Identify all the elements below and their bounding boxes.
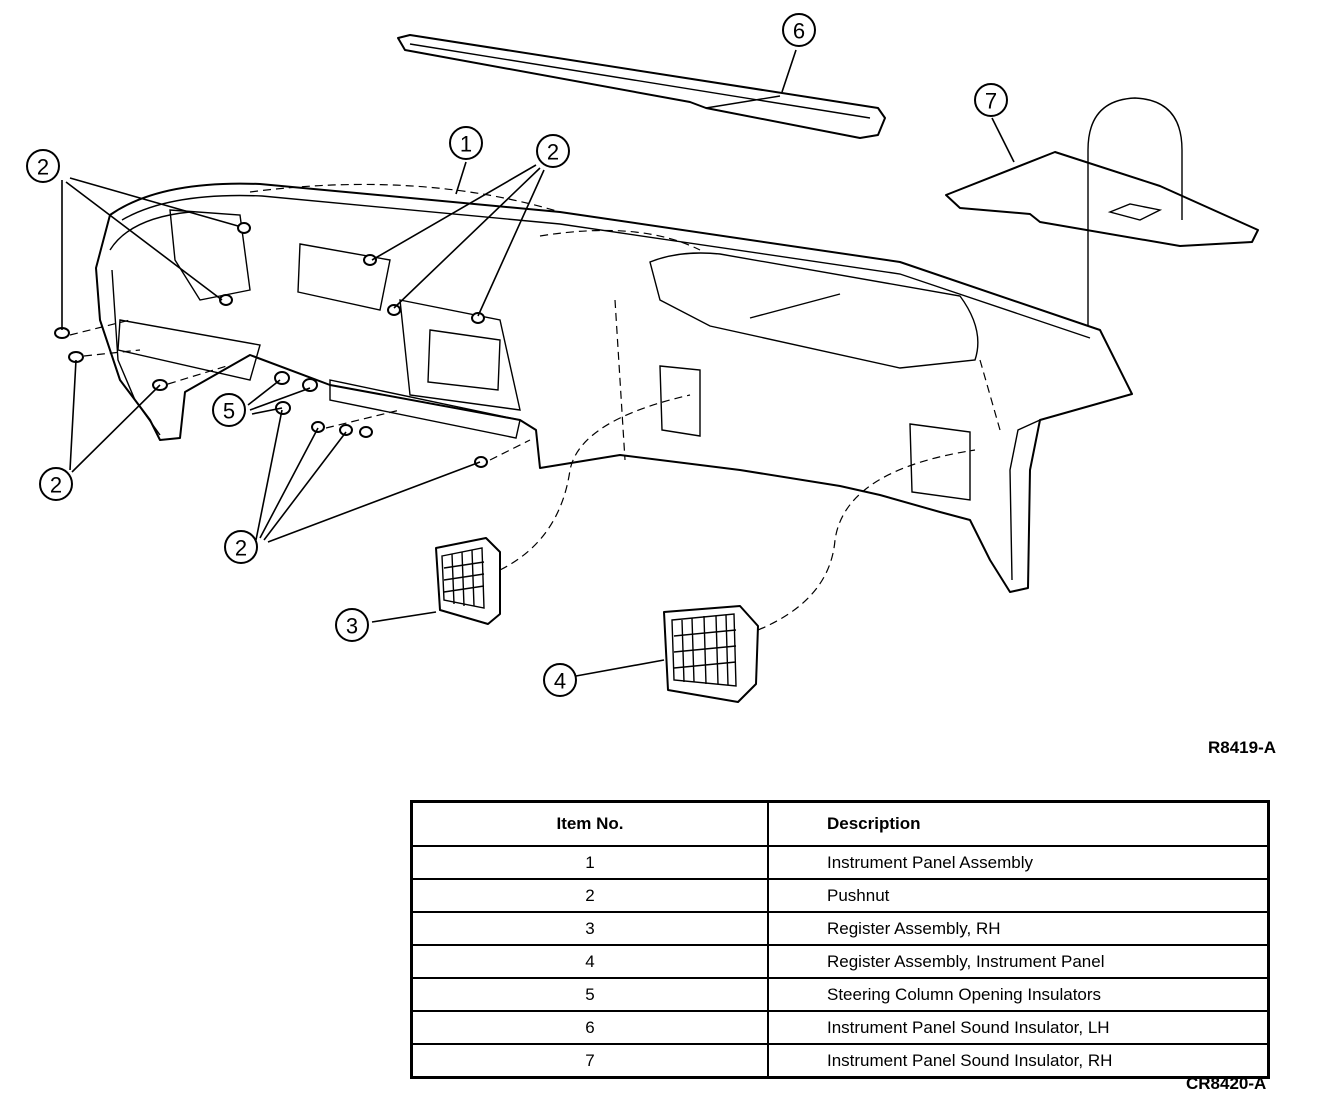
callout-6: 6 [782,13,816,47]
svg-text:2: 2 [50,473,62,498]
register-rh-drawing [435,394,691,625]
fastener-parts [54,222,531,468]
callout-5: 5 [212,393,246,427]
svg-text:5: 5 [223,399,235,424]
instrument-panel-assembly-drawing [95,182,1133,593]
item-no-cell: 1 [410,845,769,880]
table-row: 2 Pushnut [410,878,1270,913]
description-cell: Instrument Panel Sound Insulator, RH [767,1043,1270,1079]
svg-text:4: 4 [554,669,566,694]
callout-7: 7 [974,83,1008,117]
svg-text:2: 2 [37,155,49,180]
svg-text:2: 2 [547,140,559,165]
description-cell: Instrument Panel Assembly [767,845,1270,880]
item-no-cell: 7 [410,1043,769,1079]
table-row: 3 Register Assembly, RH [410,911,1270,946]
description-cell: Steering Column Opening Insulators [767,977,1270,1012]
exploded-view-diagram: 6 7 1 2 2 2 2 5 3 4 [26,13,1259,703]
legend-header-row: Item No. Description [410,800,1270,847]
description-cell: Register Assembly, RH [767,911,1270,946]
callout-2-top-center: 2 [536,134,570,168]
item-no-cell: 3 [410,911,769,946]
item-no-cell: 6 [410,1010,769,1045]
leader-lines [61,49,1015,677]
diagram-reference-code: R8419-A [1208,738,1277,757]
item-no-cell: 5 [410,977,769,1012]
table-row: 5 Steering Column Opening Insulators [410,977,1270,1012]
callout-2-top-left: 2 [26,149,60,183]
table-row: 6 Instrument Panel Sound Insulator, LH [410,1010,1270,1045]
callout-1: 1 [449,126,483,160]
svg-text:6: 6 [793,19,805,44]
description-cell: Pushnut [767,878,1270,913]
sound-insulator-rh-drawing [945,97,1259,380]
callout-2-bottom: 2 [224,530,258,564]
callout-2-left: 2 [39,467,73,501]
register-panel-drawing [663,449,976,703]
callout-3: 3 [335,608,369,642]
svg-text:3: 3 [346,614,358,639]
description-cell: Register Assembly, Instrument Panel [767,944,1270,979]
header-item-no: Item No. [410,800,769,847]
header-description: Description [767,800,1270,847]
table-row: 4 Register Assembly, Instrument Panel [410,944,1270,979]
callout-4: 4 [543,663,577,697]
parts-legend-table: Item No. Description 1 Instrument Panel … [410,800,1270,1079]
svg-text:2: 2 [235,536,247,561]
svg-text:1: 1 [460,132,472,157]
table-row: 1 Instrument Panel Assembly [410,845,1270,880]
item-no-cell: 4 [410,944,769,979]
description-cell: Instrument Panel Sound Insulator, LH [767,1010,1270,1045]
table-reference-code: CR8420-A [1186,1074,1267,1093]
table-row: 7 Instrument Panel Sound Insulator, RH [410,1043,1270,1079]
item-no-cell: 2 [410,878,769,913]
svg-text:7: 7 [985,89,997,114]
sound-insulator-lh-drawing [397,34,886,139]
